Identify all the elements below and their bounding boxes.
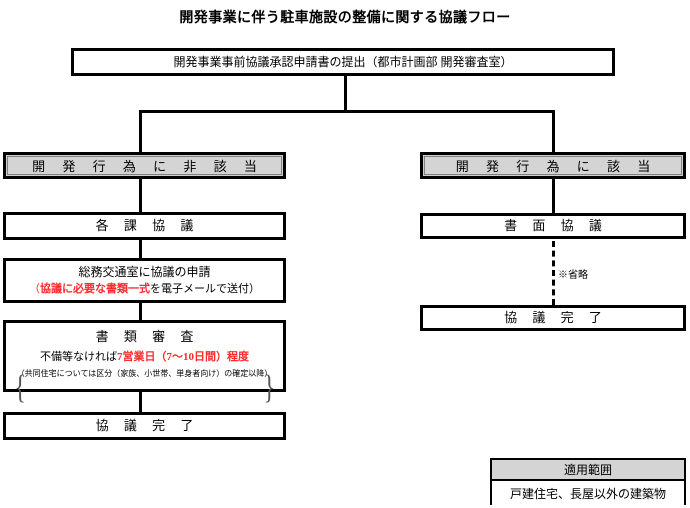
left-step-kakka-label: 各 課 協 議 <box>95 217 200 233</box>
left-step-shinsa-box: 書 類 審 査 { } 不備等なければ7営業日（7～10日間）程度 （共同住宅に… <box>3 320 286 405</box>
left-step-soumu-label: 総務交通室に協議の申請 <box>78 264 211 279</box>
connector-kakka-to-soumu <box>139 240 142 259</box>
right-step-kanryo-box: 協 議 完 了 <box>420 305 686 331</box>
left-branch-header-label: 開 発 行 為 に 非 該 当 <box>7 156 282 175</box>
brace-right-icon: } <box>263 369 275 407</box>
right-step-kanryo-label: 協 議 完 了 <box>504 309 608 325</box>
connector-branch-bar <box>139 110 555 113</box>
connector-start-trunk <box>344 76 347 112</box>
left-step-shinsa-note-prefix: 不備等なければ <box>40 351 117 364</box>
connector-branch-left <box>139 110 142 157</box>
connector-branch-right <box>552 110 555 157</box>
left-step-soumu-sub: （協議に必要な書類一式を電子メールで送付） <box>29 283 260 297</box>
legend-body-text: 戸建住宅、長屋以外の建築物 <box>492 481 684 505</box>
left-step-shinsa-note-emphasis: 7営業日（7～10日間）程度 <box>117 351 249 364</box>
left-step-shinsa-note-line1: 不備等なければ7営業日（7～10日間）程度 <box>40 351 249 365</box>
legend-heading: 適用範囲 <box>492 460 684 481</box>
right-connector-note: ※省略 <box>558 270 588 281</box>
right-branch-header-label: 開 発 行 為 に 該 当 <box>424 156 682 175</box>
right-step-shomen-label: 書 面 協 議 <box>504 217 608 233</box>
start-box: 開発事業事前協議承認申請書の提出（都市計画部 開発審査室） <box>71 48 615 76</box>
left-step-kanryo-box: 協 議 完 了 <box>3 412 286 440</box>
start-box-label: 開発事業事前協議承認申請書の提出（都市計画部 開発審査室） <box>173 54 513 69</box>
legend-box: 適用範囲 戸建住宅、長屋以外の建築物 <box>490 458 686 505</box>
connector-soumu-to-shinsa <box>139 303 142 321</box>
left-step-shinsa-label: 書 類 審 査 <box>95 329 200 344</box>
left-step-soumu-sub-prefix: （ <box>29 282 40 295</box>
connector-right-header-to-shomen <box>552 179 555 214</box>
left-step-shinsa-note: { } 不備等なければ7営業日（7～10日間）程度 （共同住宅については区分（家… <box>6 345 283 405</box>
left-step-kanryo-label: 協 議 完 了 <box>95 417 200 433</box>
right-step-shomen-box: 書 面 協 議 <box>420 213 686 239</box>
left-step-kakka-box: 各 課 協 議 <box>3 212 286 240</box>
connector-left-header-to-kakka <box>139 179 142 213</box>
brace-left-icon: { <box>14 369 26 407</box>
page-title: 開発事業に伴う駐車施設の整備に関する協議フロー <box>179 11 511 26</box>
left-step-shinsa-note-small: （共同住宅については区分（家族、小世帯、単身者向け）の確定以降） <box>16 369 273 378</box>
connector-shomen-to-kanryo-dashed <box>552 241 555 305</box>
left-step-soumu-box: 総務交通室に協議の申請 （協議に必要な書類一式を電子メールで送付） <box>3 258 286 303</box>
left-step-soumu-sub-emphasis: 協議に必要な書類一式 <box>40 282 150 295</box>
connector-shinsa-to-kanryo <box>139 392 142 413</box>
right-branch-header: 開 発 行 為 に 該 当 <box>420 152 686 179</box>
left-branch-header: 開 発 行 為 に 非 該 当 <box>3 152 286 179</box>
left-step-soumu-sub-suffix: を電子メールで送付） <box>150 282 260 295</box>
